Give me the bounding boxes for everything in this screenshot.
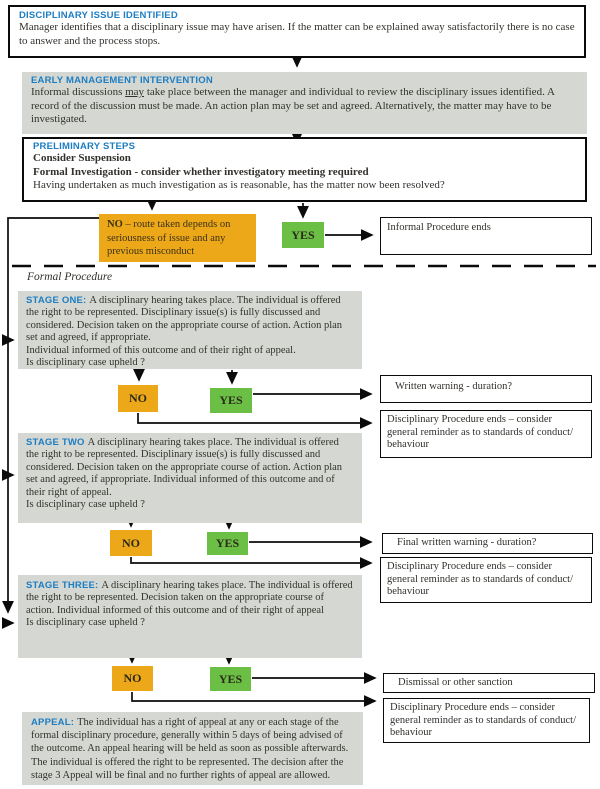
prelim-no-rest: – route taken depends on seriousness of … — [107, 219, 231, 257]
stage-three-box: STAGE THREE:A disciplinary hearing takes… — [18, 575, 362, 658]
prelim-no-label: NO — [107, 219, 123, 230]
final-warning-label: Final written warning - duration? — [397, 537, 537, 548]
stage-one-question: Is disciplinary case upheld ? — [26, 357, 145, 369]
stage-two-question: Is disciplinary case upheld ? — [26, 499, 145, 511]
procedure-ends-label-2: Disciplinary Procedure ends – consider g… — [387, 561, 574, 597]
early-intervention-heading: EARLY MANAGEMENT INTERVENTION — [31, 75, 213, 86]
procedure-ends-box-3: Disciplinary Procedure ends – consider g… — [383, 698, 590, 743]
prelim-yes-label: YES — [291, 227, 315, 242]
stage-three-yes-label: YES — [218, 671, 243, 686]
early-intervention-body-post: take place between the manager and indiv… — [31, 86, 555, 125]
stage-one-no-label: NO — [129, 391, 147, 405]
preliminary-heading: PRELIMINARY STEPS — [33, 141, 136, 152]
stage-two-yes-label: YES — [215, 536, 240, 550]
stage-one-body: A disciplinary hearing takes place. The … — [26, 295, 343, 344]
stage-three-no-box: NO — [112, 666, 153, 691]
stage-two-no-label: NO — [122, 535, 140, 550]
stage-two-no-box: NO — [110, 530, 152, 556]
written-warning-box: Written warning - duration? — [380, 375, 592, 403]
appeal-heading: APPEAL: — [31, 717, 75, 728]
appeal-box: APPEAL:The individual has a right of app… — [22, 712, 363, 785]
prelim-no-box: NO – route taken depends on seriousness … — [99, 214, 256, 262]
procedure-ends-label-1: Disciplinary Procedure ends – consider g… — [387, 414, 574, 450]
stage-one-no-box: NO — [118, 385, 158, 412]
formal-procedure-label: Formal Procedure — [27, 271, 113, 283]
stage-two-body: A disciplinary hearing takes place. The … — [26, 437, 343, 498]
stage-three-text: STAGE THREE:A disciplinary hearing takes… — [26, 580, 354, 617]
stage-two-heading: STAGE TWO — [26, 437, 85, 448]
preliminary-line1: Consider Suspension — [33, 152, 131, 164]
stage-one-line2: Individual informed of this outcome and … — [26, 344, 296, 356]
informal-ends-label: Informal Procedure ends — [387, 222, 491, 233]
early-intervention-body: Informal discussions may take place betw… — [31, 86, 578, 127]
appeal-body: The individual has a right of appeal at … — [31, 717, 349, 781]
issue-identified-body: Manager identifies that a disciplinary i… — [19, 21, 575, 47]
stage-three-heading: STAGE THREE: — [26, 580, 99, 591]
prelim-yes-box: YES — [282, 222, 324, 248]
procedure-ends-label-3: Disciplinary Procedure ends – consider g… — [390, 702, 577, 738]
stage-three-no-label: NO — [123, 671, 142, 685]
final-warning-box: Final written warning - duration? — [382, 533, 593, 554]
stage-one-text: STAGE ONE:A disciplinary hearing takes p… — [26, 295, 354, 345]
stage-two-yes-box: YES — [207, 532, 248, 555]
stage-three-body: A disciplinary hearing takes place. The … — [26, 580, 353, 616]
issue-identified-box: DISCIPLINARY ISSUE IDENTIFIED Manager id… — [8, 5, 586, 58]
stage-one-heading: STAGE ONE: — [26, 295, 87, 306]
stage-one-box: STAGE ONE:A disciplinary hearing takes p… — [18, 291, 362, 369]
stage-one-yes-box: YES — [210, 388, 252, 413]
written-warning-label: Written warning - duration? — [395, 381, 513, 392]
stage-three-question: Is disciplinary case upheld ? — [26, 617, 145, 629]
stage-one-yes-label: YES — [219, 393, 243, 407]
preliminary-steps-box: PRELIMINARY STEPS Consider Suspension Fo… — [22, 137, 587, 202]
issue-identified-heading: DISCIPLINARY ISSUE IDENTIFIED — [19, 10, 178, 21]
procedure-ends-box-1: Disciplinary Procedure ends – consider g… — [380, 410, 592, 458]
stage-three-yes-box: YES — [210, 667, 251, 691]
preliminary-line2: Formal Investigation - consider whether … — [33, 165, 369, 178]
dismissal-box: Dismissal or other sanction — [383, 673, 595, 693]
early-intervention-body-underlined: may — [125, 86, 145, 98]
dismissal-label: Dismissal or other sanction — [398, 677, 513, 688]
procedure-ends-box-2: Disciplinary Procedure ends – consider g… — [380, 557, 592, 603]
early-intervention-body-pre: Informal discussions — [31, 86, 126, 98]
preliminary-line3: Having undertaken as much investigation … — [33, 179, 445, 191]
early-intervention-box: EARLY MANAGEMENT INTERVENTION Informal d… — [22, 72, 587, 134]
informal-ends-box: Informal Procedure ends — [380, 217, 592, 255]
